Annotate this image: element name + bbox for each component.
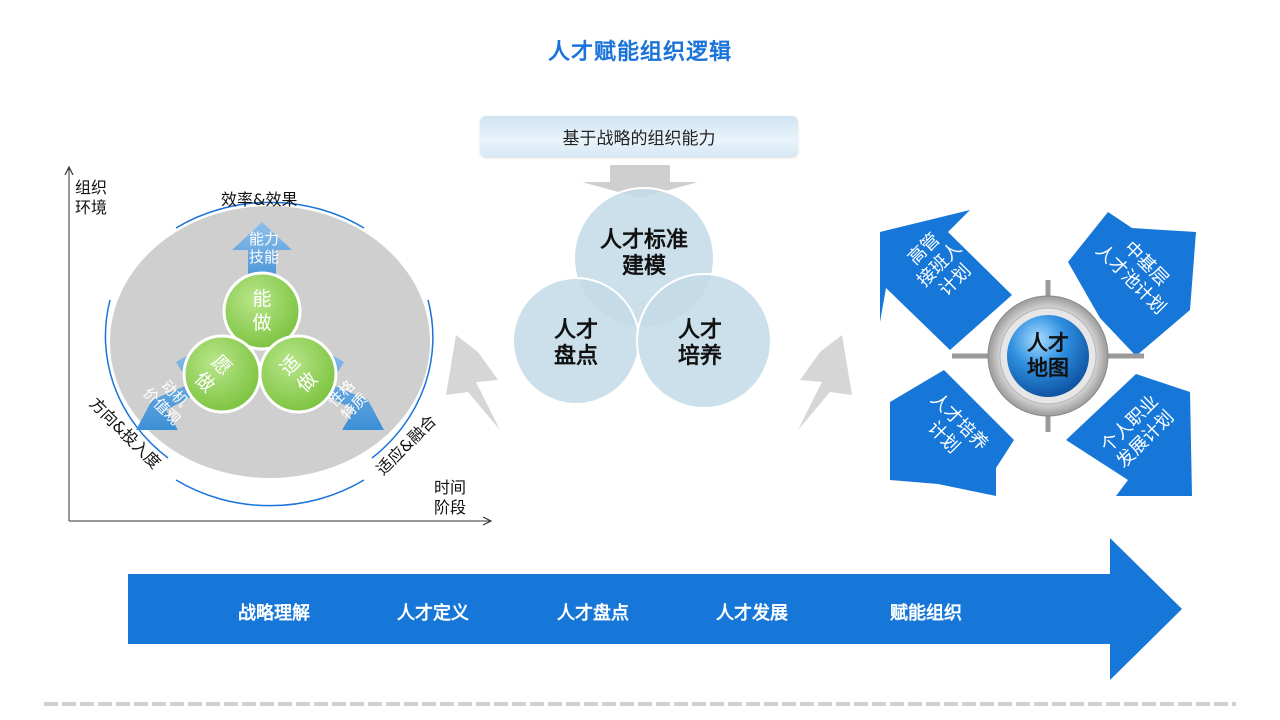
page-title: 人才赋能组织逻辑 [547,40,732,65]
green-circle-top [222,271,302,351]
venn-text-right: 人才 培养 [677,318,722,369]
venn-circle-right [636,273,772,409]
stage-4: 人才发展 [716,603,788,624]
venn-text-top: 人才标准 建模 [599,228,688,279]
arrow-up [232,222,292,288]
stage-5: 赋能组织 [890,603,962,624]
talent-map-target [952,280,1144,432]
arrow-text-top: 能力 技能 [248,230,279,266]
x-axis-label: 时间 阶段 [434,478,467,517]
stage-1: 战略理解 [238,603,310,624]
blue-arrow-bottom-left [890,370,1014,496]
blue-arc-top [175,201,365,229]
stage-2: 人才定义 [397,603,469,624]
blue-arrow-top-left [880,210,1012,350]
circle-text-top: 能 做 [252,288,272,334]
process-arrow [128,538,1182,680]
venn-text-left: 人才 盘点 [553,318,598,369]
blue-arc-right [371,299,434,459]
top-arc-label: 效率&效果 [221,190,298,209]
green-circle-right [258,334,338,414]
grey-arrow-left [446,335,500,430]
grey-down-arrow [582,165,698,198]
blue-arc-bottom [175,479,365,507]
y-axis-label: 组织 环境 [75,178,108,217]
strategy-box: 基于战略的组织能力 [480,116,798,157]
blue-arrow-top-right [1068,212,1196,356]
blue-arrow-bottom-right [1066,374,1192,496]
venn-diagram [512,187,772,409]
footer-divider [44,702,1236,706]
grey-arrow-right [798,335,852,430]
axes [69,167,491,521]
talent-map-center: 人才 地图 [1027,331,1069,380]
stage-3: 人才盘点 [557,603,629,624]
blue-arc-left [104,299,169,459]
